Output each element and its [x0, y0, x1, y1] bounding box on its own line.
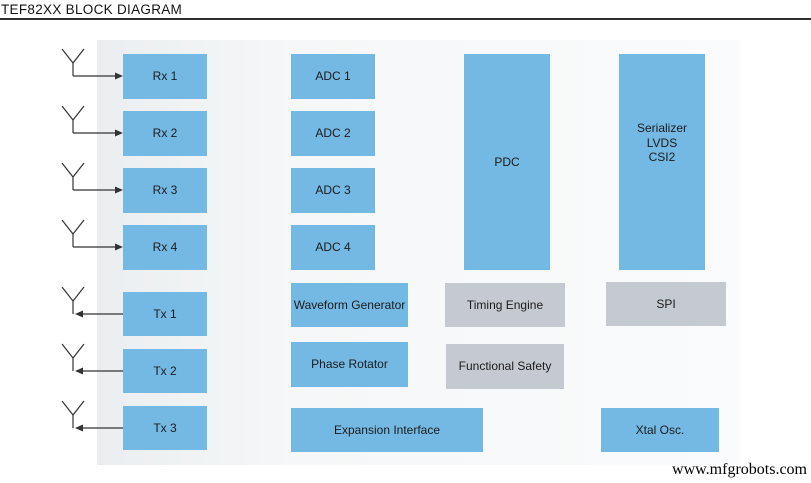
block-waveform-generator: Waveform Generator [291, 283, 408, 327]
antenna-icon [61, 219, 123, 251]
block-tx3: Tx 3 [123, 406, 207, 450]
watermark-text: www.mfgrobots.com [672, 461, 807, 478]
antenna-icon [61, 105, 123, 137]
block-xtal-osc: Xtal Osc. [601, 408, 719, 452]
block-rx2: Rx 2 [123, 111, 207, 156]
block-adc1: ADC 1 [291, 54, 375, 99]
block-rx3: Rx 3 [123, 168, 207, 213]
block-pdc: PDC [464, 54, 550, 270]
antenna-icon [61, 286, 123, 318]
block-tx2: Tx 2 [123, 349, 207, 393]
page-title: TEF82XX BLOCK DIAGRAM [1, 2, 183, 17]
block-adc4: ADC 4 [291, 225, 375, 270]
antenna-icon [61, 400, 123, 432]
block-expansion-interface: Expansion Interface [291, 408, 483, 452]
block-serializer-lvds-csi2: Serializer LVDS CSI2 [619, 54, 705, 270]
block-phase-rotator: Phase Rotator [291, 342, 408, 387]
block-timing-engine: Timing Engine [445, 283, 565, 327]
title-divider [0, 18, 811, 20]
antenna-icon [61, 48, 123, 80]
block-rx1: Rx 1 [123, 54, 207, 99]
block-functional-safety: Functional Safety [446, 344, 564, 389]
block-spi: SPI [606, 282, 726, 326]
antenna-icon [61, 343, 123, 375]
antenna-icon [61, 162, 123, 194]
block-tx1: Tx 1 [123, 292, 207, 336]
block-adc3: ADC 3 [291, 168, 375, 213]
block-adc2: ADC 2 [291, 111, 375, 156]
block-rx4: Rx 4 [123, 225, 207, 270]
